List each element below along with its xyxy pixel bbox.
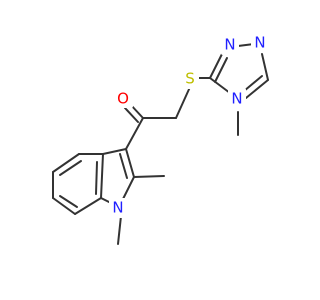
bond-c3-n2-double — [214, 57, 228, 83]
triazole-n2-label-bg — [251, 33, 269, 53]
indole-n1-atom-label: N — [112, 199, 123, 217]
bond-c5-n4-double — [243, 75, 263, 92]
bond-c5-c6-inner — [59, 160, 82, 176]
atom-label-backgrounds — [109, 33, 269, 218]
bond-c5-c6 — [52, 153, 80, 173]
bond-c7-c8 — [52, 197, 76, 215]
bond-n1-c5 — [261, 53, 269, 81]
bond-c2-n1 — [122, 176, 135, 200]
bond-c3a-c3 — [102, 148, 127, 155]
bond-c7a-c3a — [100, 153, 104, 199]
oxygen-atom-label: O — [117, 90, 129, 108]
bond-c2-methyl — [133, 175, 165, 178]
bond-c7-c8-inner — [59, 195, 78, 208]
oxygen-label-bg — [113, 88, 133, 108]
bond-carbonyl-oxygen-double — [124, 107, 139, 123]
bond-c3-c2 — [125, 148, 135, 178]
bond-n1-methyl — [117, 215, 122, 245]
molecule-structure-diagram: O S N N N N — [52, 33, 269, 245]
bond-c8-c7a — [74, 197, 102, 215]
bond-c3-n2 — [209, 53, 223, 79]
triazole-n2-atom-label: N — [254, 34, 265, 52]
bond-c3-c2-inner — [119, 153, 128, 179]
triazole-n1-label-bg — [221, 35, 239, 55]
triazole-n4-label-bg — [228, 88, 246, 108]
triazole-n1-atom-label: N — [224, 36, 235, 54]
bond-ch2-sulfur — [175, 86, 191, 119]
bond-c5-n4 — [245, 79, 269, 99]
bond-c7a-c3a-inner — [95, 161, 98, 195]
bond-c3-carbonyl — [125, 117, 144, 150]
sulfur-atom-label: S — [185, 70, 195, 88]
sulfur-label-bg — [181, 69, 199, 89]
bond-layer — [52, 43, 269, 245]
atom-labels: O S N N N N — [112, 34, 265, 217]
triazole-n4-atom-label: N — [231, 90, 242, 108]
indole-n1-label-bg — [109, 198, 127, 218]
bond-n4-c3 — [209, 77, 231, 94]
